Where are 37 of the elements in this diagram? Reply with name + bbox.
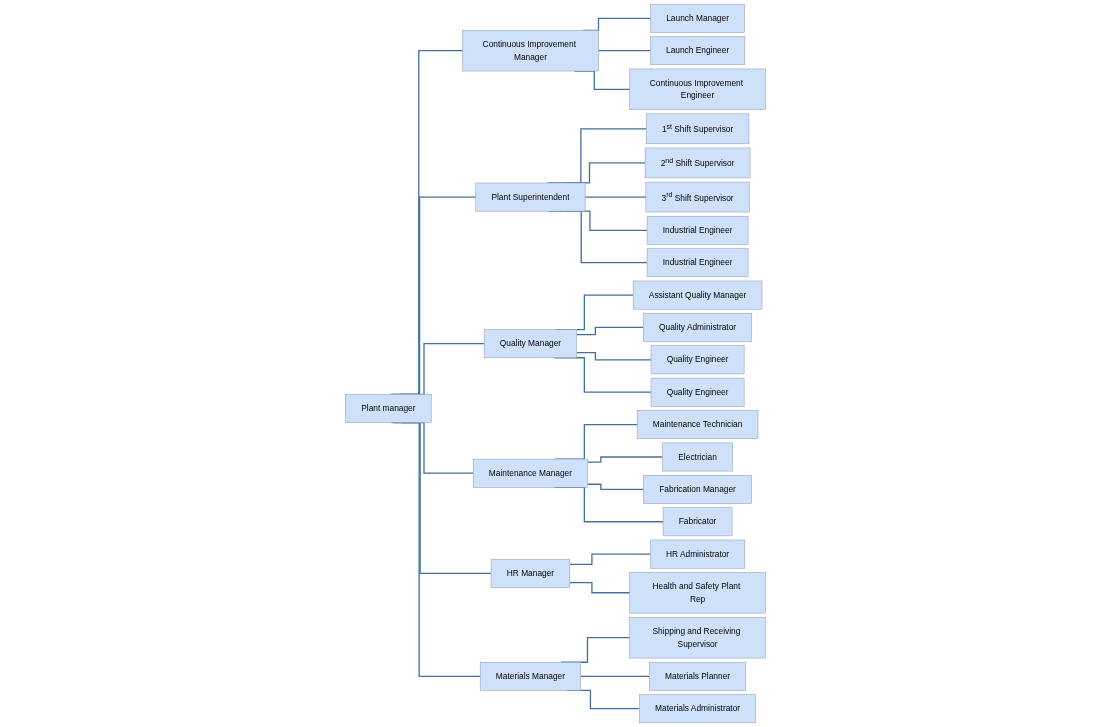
node-box: HR Administrator [650,539,746,569]
connector [576,351,652,361]
node-box: Launch Engineer [650,36,746,66]
node-box: Assistant Quality Manager [632,280,763,310]
node-box: Fabricator [662,507,733,537]
connector [569,581,631,594]
node-box: Industrial Engineer [646,248,749,278]
node-box: Quality Engineer [650,377,745,407]
connector [580,675,651,677]
node-box: 2$^{nd}$ Shift Supervisor [644,147,751,179]
node-box: Continuous Improvement Engineer [629,68,766,110]
node-box: Quality Administrator [643,313,753,342]
node-box: Materials Planner [649,662,746,691]
connector [584,196,647,198]
node-box: 3$^{rd}$ Shift Supervisor [645,181,750,213]
node-box: Materials Manager [479,662,581,691]
connector [576,326,644,336]
node-box: Plant Superintendent [475,182,586,212]
node-box: Continuous Improvement Manager [462,30,599,72]
node-box: Industrial Engineer [646,215,749,245]
node-box: Electrician [662,442,733,472]
node-box: Health and Safety Plant Rep [629,572,766,614]
connector [597,50,651,52]
connector [587,483,645,490]
node-box: Fabrication Manager [643,475,752,504]
node-box: Quality Engineer [650,345,745,375]
node-box: Quality Manager [483,329,578,358]
node-box: Materials Administrator [639,694,756,724]
node-box: Plant manager [345,394,432,423]
node-box: Launch Manager [650,3,745,33]
connector [587,456,664,463]
node-box: Maintenance Technician [636,410,759,439]
node-box: Maintenance Manager [472,458,588,488]
node-box: Shipping and Receiving Supervisor [629,617,766,659]
connector [569,553,651,565]
node-box: HR Manager [490,559,571,588]
node-box: 1$^{st}$ Shift Supervisor [645,113,750,145]
